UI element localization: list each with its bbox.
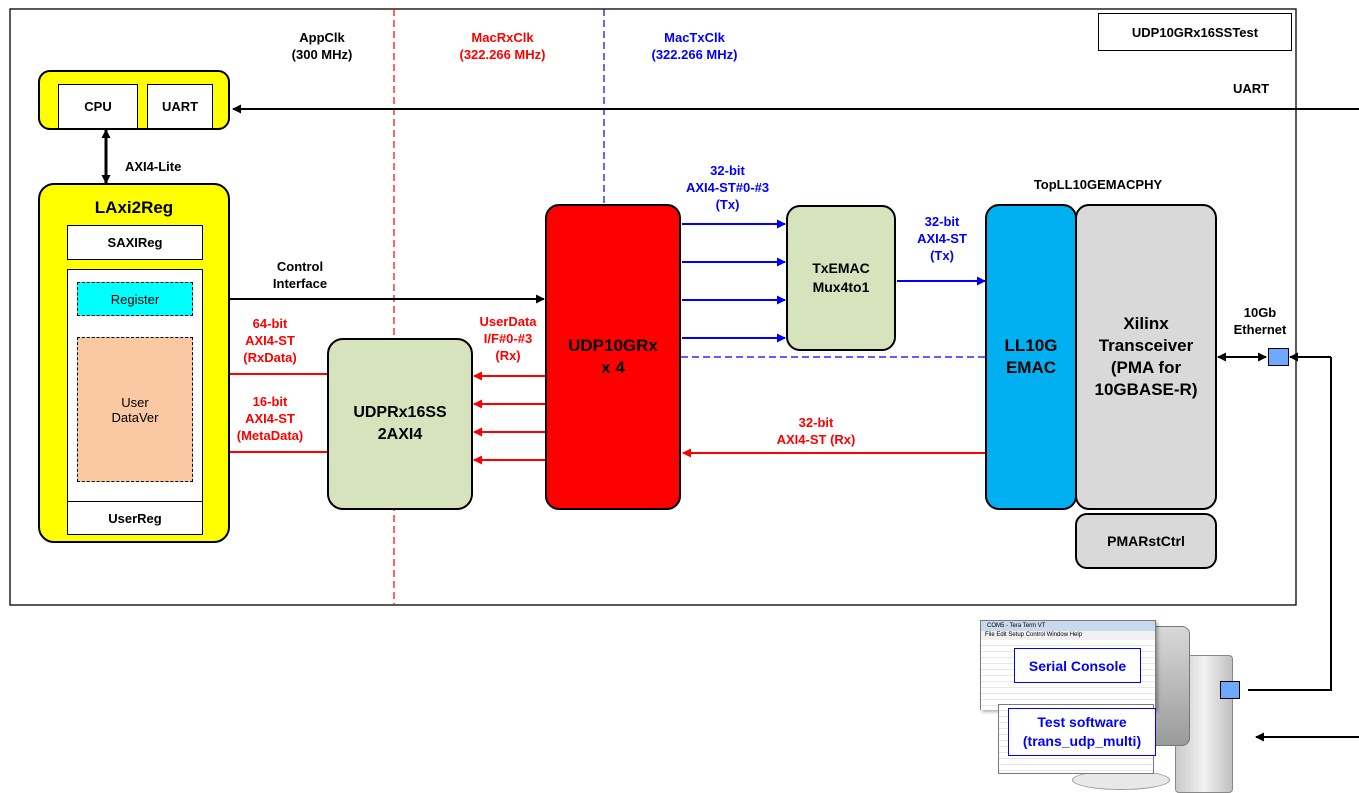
udp10grx-label-2: x 4 xyxy=(601,358,625,377)
tx32-label: 32-bit AXI4-ST (Tx) xyxy=(902,213,982,264)
clock-mactxclk: MacTxClk (322.266 MHz) xyxy=(632,29,757,63)
uart-box: UART xyxy=(147,84,213,129)
rx32-label-1: 32-bit xyxy=(798,415,834,430)
userreg-box: UserReg xyxy=(67,501,203,535)
ethernet-label-2: Ethernet xyxy=(1233,322,1287,337)
title-text: UDP10GRx16SSTest xyxy=(1131,24,1259,40)
axi4-lite-label: AXI4-Lite xyxy=(125,159,182,174)
rxdata-label-3: (RxData) xyxy=(243,350,297,365)
rxdata-label-1: 64-bit xyxy=(252,316,288,331)
ll10g-label-1: LL10G xyxy=(1004,336,1058,355)
tx32-label-3: (Tx) xyxy=(930,248,954,263)
pmarstctrl-block: PMARstCtrl xyxy=(1075,513,1217,569)
control-interface-label: Control Interface xyxy=(250,258,350,292)
userreg-label: UserReg xyxy=(108,510,162,526)
xilinx-label-3: (PMA for xyxy=(1110,358,1182,377)
cpu-label: CPU xyxy=(84,99,112,114)
ethernet-cable xyxy=(1248,357,1332,691)
userdataver-label-2: DataVer xyxy=(111,409,159,425)
register-label: Register xyxy=(110,291,160,307)
metadata-label-1: 16-bit xyxy=(252,394,288,409)
xilinx-label-1: Xilinx xyxy=(1123,314,1169,333)
terminal-menubar: File Edit Setup Control Window Help xyxy=(981,631,1155,640)
title-box: UDP10GRx16SSTest xyxy=(1098,13,1292,51)
saxireg-label: SAXIReg xyxy=(107,235,163,250)
laxi2reg-title: LAxi2Reg xyxy=(94,198,174,217)
serial-console-label: Serial Console xyxy=(1028,657,1127,674)
xilinx-transceiver-block: Xilinx Transceiver (PMA for 10GBASE-R) xyxy=(1075,204,1217,510)
txemac-label-1: TxEMAC xyxy=(812,260,870,276)
rxdata-label-2: AXI4-ST xyxy=(245,333,295,348)
ethernet-label: 10Gb Ethernet xyxy=(1222,304,1298,338)
xilinx-label-2: Transceiver xyxy=(1098,336,1194,355)
metadata-label: 16-bit AXI4-ST (MetaData) xyxy=(220,393,320,444)
clock-macrxclk-name: MacRxClk xyxy=(471,30,534,45)
userdataver-label-1: User xyxy=(121,394,149,410)
tx32-multi-label-1: 32-bit xyxy=(710,163,745,178)
pc-tower-port-icon xyxy=(1220,681,1240,699)
rx32-label: 32-bit AXI4-ST (Rx) xyxy=(756,414,876,448)
clock-appclk-freq: (300 MHz) xyxy=(291,47,353,62)
tx32-multi-label-3: (Tx) xyxy=(715,197,740,212)
tx32-multi-label: 32-bit AXI4-ST#0-#3 (Tx) xyxy=(670,162,785,213)
ll10g-emac-block: LL10G EMAC xyxy=(985,204,1077,510)
udp10grx-label-1: UDP10GRx xyxy=(568,336,658,355)
txemac-mux-block: TxEMAC Mux4to1 xyxy=(786,205,896,351)
ethernet-label-1: 10Gb xyxy=(1243,305,1277,320)
serial-console-label-box: Serial Console xyxy=(1014,648,1141,683)
ethernet-port-icon xyxy=(1268,348,1289,366)
test-software-label-box: Test software (trans_udp_multi) xyxy=(1008,708,1156,756)
udprx16ss2axi4-block: UDPRx16SS 2AXI4 xyxy=(327,338,473,510)
xilinx-label-4: 10GBASE-R) xyxy=(1094,380,1198,399)
tx32-label-2: AXI4-ST xyxy=(917,231,967,246)
rx32-label-2: AXI4-ST (Rx) xyxy=(776,432,856,447)
userdata-label-1: UserData xyxy=(479,314,537,329)
userdataver-box: User DataVer xyxy=(77,337,193,482)
topll10gemacphy-label: TopLL10GEMACPHY xyxy=(1033,177,1163,192)
tx32-multi-label-2: AXI4-ST#0-#3 xyxy=(685,180,770,195)
userdata-label: UserData I/F#0-#3 (Rx) xyxy=(463,313,553,364)
clock-macrxclk-freq: (322.266 MHz) xyxy=(459,47,546,62)
test-software-label-1: Test software xyxy=(1037,714,1127,730)
tx32-label-1: 32-bit xyxy=(924,214,960,229)
userdata-label-3: (Rx) xyxy=(495,348,521,363)
pc-illustration: COM5 - Tera Term VT File Edit Setup Cont… xyxy=(980,620,1250,793)
saxireg-box: SAXIReg xyxy=(67,225,203,260)
metadata-label-3: (MetaData) xyxy=(236,428,304,443)
userdata-label-2: I/F#0-#3 xyxy=(483,331,533,346)
rxdata-label: 64-bit AXI4-ST (RxData) xyxy=(220,315,320,366)
ll10g-label-2: EMAC xyxy=(1005,358,1057,377)
uart-line-label: UART xyxy=(1232,81,1270,96)
pmarstctrl-label: PMARstCtrl xyxy=(1107,533,1185,549)
clock-appclk: AppClk (300 MHz) xyxy=(282,29,362,63)
register-box: Register xyxy=(77,282,193,316)
txemac-label-2: Mux4to1 xyxy=(812,279,870,295)
terminal-titlebar: COM5 - Tera Term VT xyxy=(981,621,1155,631)
cpu-box: CPU xyxy=(58,84,138,129)
uart-label: UART xyxy=(161,99,199,114)
control-label-2: Interface xyxy=(272,276,328,291)
udprx-label-1: UDPRx16SS xyxy=(353,404,447,421)
terminal-title: COM5 - Tera Term VT xyxy=(987,623,1046,629)
clock-macrxclk: MacRxClk (322.266 MHz) xyxy=(440,29,565,63)
control-label-1: Control xyxy=(276,259,324,274)
test-frame xyxy=(9,8,1297,606)
metadata-label-2: AXI4-ST xyxy=(245,411,295,426)
clock-appclk-name: AppClk xyxy=(299,30,345,45)
terminal-menu: File Edit Setup Control Window Help xyxy=(985,632,1083,638)
udp10grx-block: UDP10GRx x 4 xyxy=(545,204,681,510)
clock-mactxclk-freq: (322.266 MHz) xyxy=(651,47,738,62)
test-software-label-2: (trans_udp_multi) xyxy=(1022,733,1142,749)
clock-mactxclk-name: MacTxClk xyxy=(664,30,725,45)
udprx-label-2: 2AXI4 xyxy=(377,426,423,443)
